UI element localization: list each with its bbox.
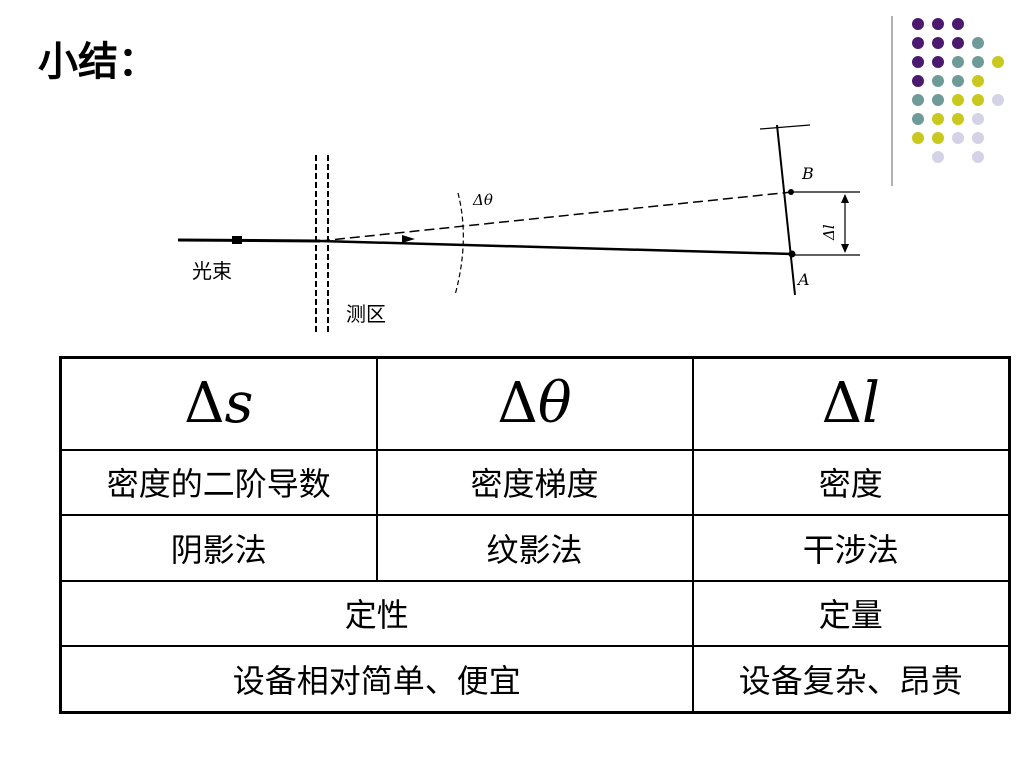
- dot: [952, 94, 964, 106]
- dot: [972, 75, 984, 87]
- dot: [972, 37, 984, 49]
- table-row-measures: 密度的二阶导数 密度梯度 密度: [59, 448, 1011, 517]
- dot: [952, 75, 964, 87]
- dot: [972, 56, 984, 68]
- dot: [932, 37, 944, 49]
- symbol-delta-theta: Δθ: [375, 356, 694, 451]
- dot: [932, 151, 944, 163]
- comparison-table: Δs Δθ Δl 密度的二阶导数 密度梯度 密度 阴影法 纹影法 干涉法 定性 …: [59, 356, 1011, 714]
- table-cell: 密度的二阶导数: [59, 448, 378, 517]
- table-cell: 定性: [59, 579, 694, 648]
- dot: [972, 151, 984, 163]
- decorative-dot-grid: [891, 16, 1004, 186]
- dim-arrow-down: [841, 244, 849, 253]
- table-row-nature: 定性 定量: [59, 579, 1011, 648]
- point-a-label: A: [796, 270, 810, 289]
- dot: [972, 132, 984, 144]
- dot: [972, 94, 984, 106]
- table-cell: 设备相对简单、便宜: [59, 645, 694, 714]
- dot: [912, 113, 924, 125]
- dot: [932, 113, 944, 125]
- beam-marker: [232, 236, 242, 244]
- deflected-ray: [319, 191, 793, 242]
- screen-top-tick: [759, 124, 811, 130]
- undisturbed-ray: [319, 239, 793, 256]
- dot: [912, 37, 924, 49]
- dot: [912, 56, 924, 68]
- table-cell: 阴影法: [59, 514, 378, 582]
- dot: [992, 56, 1004, 68]
- dot: [932, 132, 944, 144]
- symbol-delta-l: Δl: [691, 356, 1011, 451]
- dim-arrow-up: [841, 194, 849, 203]
- dot: [952, 56, 964, 68]
- optical-measurement-diagram: Δθ B A Δl 光束 测区: [177, 124, 860, 333]
- table-cell: 密度梯度: [375, 448, 694, 517]
- symbol-delta-s: Δs: [59, 356, 378, 451]
- dot: [952, 132, 964, 144]
- table-cell: 纹影法: [375, 514, 694, 582]
- table-row-symbols: Δs Δθ Δl: [59, 356, 1011, 451]
- slide-title: 小结：: [38, 39, 158, 85]
- point-a-dot: [788, 250, 796, 258]
- dot: [912, 18, 924, 30]
- dot: [952, 37, 964, 49]
- dot: [912, 75, 924, 87]
- dot: [992, 94, 1004, 106]
- point-b-label: B: [801, 164, 814, 183]
- test-region-label: 测区: [346, 302, 386, 326]
- incoming-beam-line: [177, 238, 321, 243]
- dot: [932, 56, 944, 68]
- table-cell: 干涉法: [691, 514, 1011, 582]
- angle-label: Δθ: [472, 191, 493, 209]
- table-cell: 定量: [691, 579, 1011, 648]
- distance-label: Δl: [820, 224, 838, 241]
- table-row-equipment: 设备相对简单、便宜 设备复杂、昂贵: [59, 645, 1011, 714]
- table-row-methods: 阴影法 纹影法 干涉法: [59, 514, 1011, 582]
- table-cell: 密度: [691, 448, 1011, 517]
- dot: [932, 94, 944, 106]
- dot: [952, 113, 964, 125]
- dot: [912, 132, 924, 144]
- point-b-dot: [788, 189, 794, 195]
- dot: [932, 18, 944, 30]
- screen-line: [776, 124, 796, 296]
- table-cell: 设备复杂、昂贵: [691, 645, 1011, 714]
- dot: [912, 94, 924, 106]
- dot: [932, 75, 944, 87]
- light-beam-label: 光束: [192, 259, 232, 283]
- ray-arrow: [402, 235, 415, 243]
- dot: [972, 113, 984, 125]
- dot: [952, 18, 964, 30]
- angle-arc: [454, 192, 464, 296]
